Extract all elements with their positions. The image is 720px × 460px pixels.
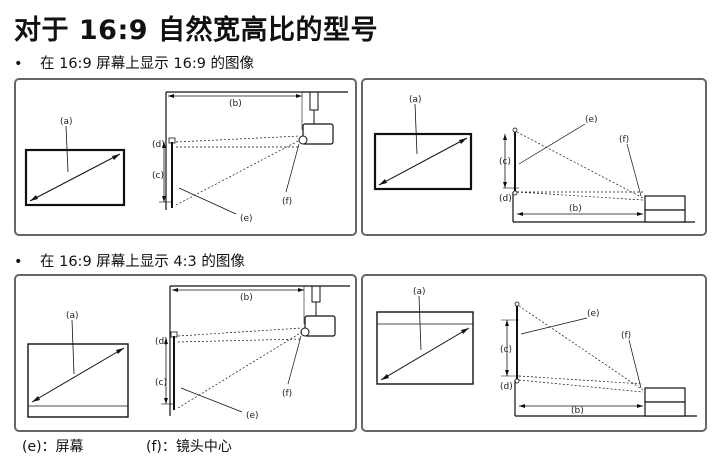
label-f: (f) <box>282 197 292 207</box>
label-e: (e) <box>240 214 253 224</box>
bullet-icon: • <box>14 56 23 72</box>
label-f: (f) <box>621 331 631 341</box>
label-c: (c) <box>152 171 164 181</box>
label-b: (b) <box>571 406 584 416</box>
section-heading-text: 在 16:9 屏幕上显示 16:9 的图像 <box>40 56 255 72</box>
label-d: (d) <box>500 382 513 392</box>
legend-lens-center: (f)：镜头中心 <box>146 439 232 455</box>
diagram-ceiling-16-9-drawing: (a) (b) (d) (c) (e) (f) <box>24 91 348 224</box>
diagram-floor-16-9: (a) (c) (d) (b) (e) (f) <box>361 78 707 236</box>
label-b: (b) <box>569 204 582 214</box>
label-d: (d) <box>155 337 168 347</box>
label-a: (a) <box>413 287 426 297</box>
page-title: 对于 16:9 自然宽高比的型号 <box>14 15 378 46</box>
label-f: (f) <box>282 389 292 399</box>
label-a: (a) <box>409 95 422 105</box>
label-e: (e) <box>585 115 598 125</box>
label-a: (a) <box>60 117 73 127</box>
diagram-ceiling-16-9: (a) (b) (d) (c) (e) (f) <box>14 78 357 236</box>
diagram-floor-16-9-drawing: (a) (c) (d) (b) (e) (f) <box>373 95 695 223</box>
diagram-ceiling-4-3-drawing: (a) (b) (d) (c) (e) (f) <box>27 285 350 421</box>
label-e: (e) <box>587 309 600 319</box>
diagram-ceiling-4-3: (a) (b) (d) (c) (e) (f) <box>14 274 357 432</box>
section-heading-text: 在 16:9 屏幕上显示 4:3 的图像 <box>40 254 245 270</box>
section-heading-16-9: • 在 16:9 屏幕上显示 16:9 的图像 <box>14 52 254 73</box>
legend-screen: (e)：屏幕 <box>22 439 84 455</box>
label-c: (c) <box>499 157 511 167</box>
label-d: (d) <box>152 140 165 150</box>
section-heading-4-3: • 在 16:9 屏幕上显示 4:3 的图像 <box>14 250 245 271</box>
label-d: (d) <box>499 194 512 204</box>
label-b: (b) <box>240 293 253 303</box>
diagram-floor-4-3: (a) (c) (d) (b) (e) (f) <box>361 274 707 432</box>
bullet-icon: • <box>14 254 23 270</box>
label-b: (b) <box>229 99 242 109</box>
diagram-floor-4-3-drawing: (a) (c) (d) (b) (e) (f) <box>376 287 697 417</box>
label-f: (f) <box>619 135 629 145</box>
label-c: (c) <box>155 378 167 388</box>
label-a: (a) <box>66 311 79 321</box>
label-c: (c) <box>500 345 512 355</box>
label-e: (e) <box>246 411 259 421</box>
